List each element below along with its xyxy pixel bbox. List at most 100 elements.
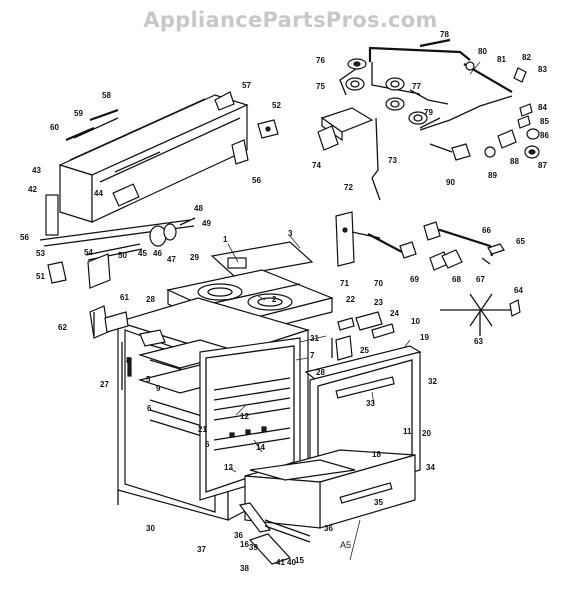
callout-62: 62 — [58, 323, 67, 332]
callout-12: 12 — [240, 412, 249, 421]
callout-1: 1 — [223, 235, 228, 244]
callout-69: 69 — [410, 275, 419, 284]
callout-9: 9 — [156, 384, 161, 393]
callout-40: 40 — [287, 558, 296, 567]
callout-45: 45 — [138, 249, 147, 258]
callout-64: 64 — [514, 286, 523, 295]
callout-22: 22 — [346, 295, 355, 304]
callout-66: 66 — [482, 226, 491, 235]
callout-89: 89 — [488, 171, 497, 180]
callout-56b: 56 — [252, 176, 261, 185]
callout-39: 39 — [249, 543, 258, 552]
callout-86: 86 — [540, 131, 549, 140]
callout-67: 67 — [476, 275, 485, 284]
callout-7: 7 — [310, 351, 315, 360]
callout-65: 65 — [516, 237, 525, 246]
callout-47: 47 — [167, 255, 176, 264]
callout-38: 38 — [240, 564, 249, 573]
callout-49: 49 — [202, 219, 211, 228]
callout-29: 29 — [190, 253, 199, 262]
callout-43: 43 — [32, 166, 41, 175]
callout-88: 88 — [510, 157, 519, 166]
callout-51: 51 — [36, 272, 45, 281]
callout-83: 83 — [538, 65, 547, 74]
gas-valve-parts — [331, 211, 505, 361]
bracket-parts — [104, 311, 166, 347]
callout-14: 14 — [256, 443, 265, 452]
callout-6b: 6 — [205, 440, 210, 449]
callout-58: 58 — [102, 91, 111, 100]
callout-77: 77 — [412, 82, 421, 91]
callout-82: 82 — [522, 53, 531, 62]
callout-10: 10 — [411, 317, 420, 326]
callout-6a: 6 — [147, 404, 152, 413]
callout-36a: 36 — [324, 524, 333, 533]
callout-68: 68 — [452, 275, 461, 284]
callout-54: 54 — [84, 248, 93, 257]
callout-27: 27 — [100, 380, 109, 389]
callout-13: 13 — [224, 463, 233, 472]
callout-50: 50 — [118, 251, 127, 260]
callout-24: 24 — [390, 309, 399, 318]
callout-71: 71 — [340, 279, 349, 288]
callout-46: 46 — [153, 249, 162, 258]
callout-90: 90 — [446, 178, 455, 187]
callout-11: 11 — [403, 427, 412, 436]
diagram-code: A5 — [340, 540, 351, 550]
callout-57: 57 — [242, 81, 251, 90]
callout-21: 21 — [198, 425, 207, 434]
callout-72: 72 — [344, 183, 353, 192]
callout-35: 35 — [374, 498, 383, 507]
callout-44: 44 — [94, 189, 103, 198]
leader-lines — [227, 61, 481, 561]
callout-81: 81 — [497, 55, 506, 64]
callout-labels: 1 2 3 5 6 6 7 8 9 10 11 12 13 14 15 16 1… — [20, 30, 549, 573]
callout-18: 18 — [372, 450, 381, 459]
callout-30: 30 — [146, 524, 155, 533]
callout-53: 53 — [36, 249, 45, 258]
callout-79: 79 — [424, 108, 433, 117]
callout-70: 70 — [374, 279, 383, 288]
callout-63: 63 — [474, 337, 483, 346]
callout-80: 80 — [478, 47, 487, 56]
callout-31: 31 — [310, 334, 319, 343]
callout-33: 33 — [366, 399, 375, 408]
callout-36b: 36 — [234, 531, 243, 540]
callout-16: 16 — [240, 540, 249, 549]
callout-78: 78 — [440, 30, 449, 39]
callout-15: 15 — [295, 556, 304, 565]
callout-59: 59 — [74, 109, 83, 118]
callout-20: 20 — [422, 429, 431, 438]
callout-25: 25 — [360, 346, 369, 355]
callout-41: 41 — [276, 558, 285, 567]
callout-3: 3 — [288, 229, 293, 238]
callout-19: 19 — [420, 333, 429, 342]
callout-23: 23 — [374, 298, 383, 307]
storage-drawer — [238, 449, 416, 565]
callout-34: 34 — [426, 463, 435, 472]
callout-85: 85 — [540, 117, 549, 126]
callout-28b: 28 — [146, 295, 155, 304]
callout-61: 61 — [120, 293, 129, 302]
callout-37: 37 — [197, 545, 206, 554]
callout-60: 60 — [50, 123, 59, 132]
callout-2: 2 — [272, 295, 277, 304]
callout-28a: 28 — [316, 368, 325, 377]
burner-assembly — [317, 38, 540, 201]
pilot-tubing — [440, 293, 521, 336]
backguard-assembly — [39, 91, 279, 339]
callout-75: 75 — [316, 82, 325, 91]
callout-73: 73 — [388, 156, 397, 165]
callout-8: 8 — [126, 356, 131, 365]
watermark: AppliancePartsPros.com — [143, 8, 438, 32]
callout-87: 87 — [538, 161, 547, 170]
callout-74: 74 — [312, 161, 321, 170]
callout-52: 52 — [272, 101, 281, 110]
callout-42: 42 — [28, 185, 37, 194]
callout-5: 5 — [146, 375, 151, 384]
callout-32: 32 — [428, 377, 437, 386]
callout-76: 76 — [316, 56, 325, 65]
callout-48: 48 — [194, 204, 203, 213]
